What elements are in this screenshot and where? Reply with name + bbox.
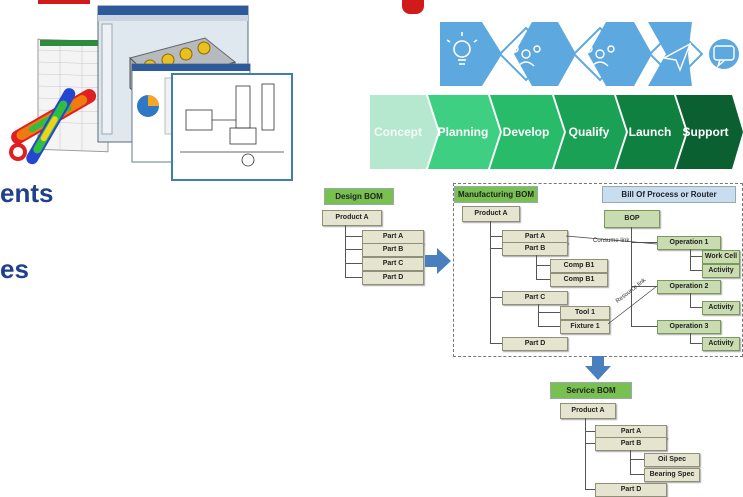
mbom-product: Product A: [462, 206, 520, 222]
phase-launch: Launch: [622, 95, 690, 169]
sbom-bearing-spec: Bearing Spec: [644, 468, 700, 482]
tree-connector: [631, 227, 632, 327]
tree-connector: [690, 307, 702, 308]
phase-label: Qualify: [568, 125, 610, 139]
bullet-text-2: es: [0, 254, 29, 284]
mbom-part-b: Part B: [502, 242, 568, 256]
tree-connector: [585, 418, 586, 489]
tree-connector: [585, 431, 595, 432]
tree-connector: [690, 270, 702, 271]
tree-connector: [536, 255, 537, 280]
phase-qualify: Qualify: [560, 95, 630, 169]
title-fragment-right: [402, 0, 424, 14]
tree-connector: [690, 343, 702, 344]
phase-label: Develop: [502, 125, 550, 139]
title-fragment-left: [38, 0, 90, 4]
tree-connector: [630, 474, 644, 475]
cad-screenshot-collage: [0, 0, 300, 195]
sbom-product: Product A: [560, 403, 616, 419]
tree-connector: [631, 242, 657, 243]
design-bom-part-a: Part A: [362, 230, 424, 244]
service-bom-header: Service BOM: [550, 382, 632, 399]
phase-concept: Concept: [370, 95, 438, 169]
phase-label: Planning: [437, 125, 489, 139]
mbom-fixture-1: Fixture 1: [560, 320, 610, 334]
activity-1: Activity: [702, 264, 740, 278]
tree-connector: [345, 249, 363, 250]
tree-connector: [585, 489, 595, 490]
arrow-right-icon: [425, 248, 451, 274]
operation-1: Operation 1: [657, 236, 721, 250]
phase-label: Launch: [628, 125, 672, 139]
mbom-part-c: Part C: [502, 291, 568, 305]
tree-connector: [690, 333, 691, 343]
operation-3: Operation 3: [657, 320, 721, 334]
tree-connector: [585, 443, 595, 444]
cad-collage-graphic: [9, 5, 293, 181]
consume-link-label: Consume link: [593, 238, 630, 244]
tree-connector: [630, 459, 644, 460]
phase-label: Support: [682, 125, 729, 139]
tree-connector: [690, 293, 691, 307]
tree-connector: [490, 297, 502, 298]
design-bom-part-b: Part B: [362, 243, 424, 257]
tree-connector: [345, 236, 363, 237]
activity-2: Activity: [702, 301, 740, 315]
phase-develop: Develop: [496, 95, 568, 169]
sbom-part-d: Part D: [595, 483, 667, 497]
tree-connector: [536, 279, 550, 280]
work-cell: Work Cell: [702, 250, 740, 264]
tree-connector: [490, 343, 502, 344]
tree-connector: [490, 248, 502, 249]
tree-connector: [631, 326, 657, 327]
tree-connector: [538, 326, 560, 327]
mbom-comp-b1-second: Comp B1: [550, 273, 608, 287]
design-bom-header: Design BOM: [324, 188, 394, 205]
link-lines: [565, 235, 658, 325]
tree-connector: [690, 256, 702, 257]
tree-connector: [345, 263, 363, 264]
phase-label: Concept: [374, 125, 422, 139]
mbom-tool-1: Tool 1: [560, 306, 610, 320]
bullet-text-1: ents: [0, 178, 54, 208]
operation-2: Operation 2: [657, 280, 721, 294]
sbom-part-b: Part B: [595, 437, 667, 451]
arrow-down-icon: [585, 356, 611, 380]
tree-connector: [345, 225, 346, 277]
tree-connector: [345, 277, 363, 278]
manufacturing-bom-header: Manufacturing BOM: [454, 186, 538, 203]
process-icons-row: [440, 22, 739, 86]
bop-node: BOP: [604, 210, 660, 228]
phase-chevron-shapes: [370, 95, 743, 169]
mbom-part-d: Part D: [502, 337, 568, 351]
tree-connector: [630, 450, 631, 474]
design-bom-product: Product A: [322, 210, 382, 226]
tree-connector: [538, 304, 539, 327]
tree-connector: [538, 312, 560, 313]
sbom-oil-spec: Oil Spec: [644, 453, 700, 467]
bill-of-process-header: Bill Of Process or Router: [602, 186, 736, 203]
tree-connector: [631, 286, 657, 287]
tree-connector: [490, 236, 502, 237]
tree-connector: [690, 249, 691, 271]
tree-connector: [490, 221, 491, 343]
design-bom-part-d: Part D: [362, 271, 424, 285]
design-bom-part-c: Part C: [362, 257, 424, 271]
tree-connector: [536, 265, 550, 266]
activity-3: Activity: [702, 337, 740, 351]
phase-planning: Planning: [434, 95, 504, 169]
mbom-comp-b1: Comp B1: [550, 259, 608, 273]
phase-support: Support: [680, 95, 743, 169]
